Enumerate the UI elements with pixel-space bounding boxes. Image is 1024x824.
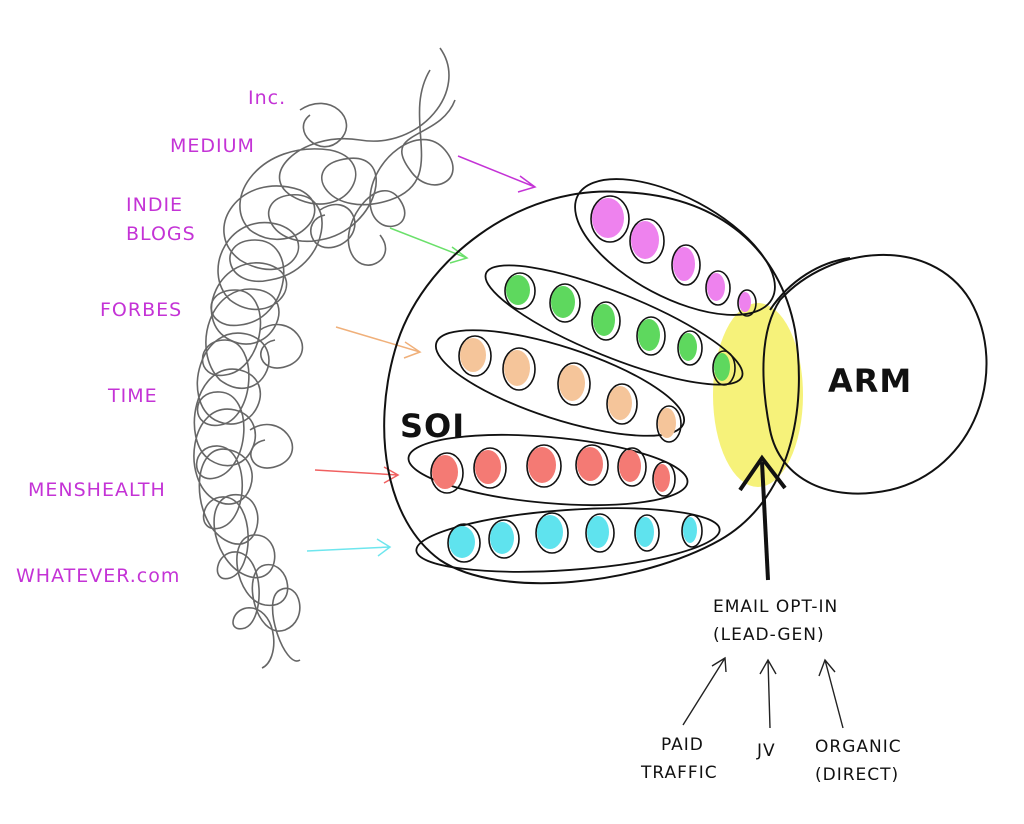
row-capsule-cyan — [415, 507, 721, 573]
arrow-menshealth — [314, 466, 400, 484]
dot-fill-magenta-2 — [631, 221, 659, 259]
source-whatever: WHATEVER.com — [16, 565, 180, 587]
channel-organic-line1: ORGANIC — [815, 737, 902, 757]
scribble-tangle — [193, 47, 456, 669]
arm-label: ARM — [828, 362, 912, 400]
dot-fill-green-1 — [506, 275, 530, 305]
dot-outline-orange-5 — [656, 405, 682, 443]
arrow-paid — [682, 656, 727, 726]
dot-fill-orange-2 — [504, 350, 530, 386]
row-capsule-magenta — [574, 178, 776, 316]
soi-label: SOI — [400, 407, 465, 445]
channel-arrows — [682, 656, 844, 729]
dot-outline-magenta-2 — [629, 218, 665, 264]
dot-fill-orange-4 — [608, 386, 632, 420]
channel-paid-line1: PAID — [661, 735, 704, 755]
dot-fill-cyan-5 — [636, 517, 654, 547]
row-capsule-green — [484, 264, 744, 386]
lead-dots — [430, 195, 757, 563]
dot-outline-orange-3 — [557, 362, 591, 406]
dot-outline-orange-2 — [502, 347, 536, 391]
dot-outline-magenta-5 — [737, 289, 757, 317]
row-capsule-red — [407, 434, 689, 506]
dot-outline-magenta-1 — [590, 195, 630, 243]
soi-circle — [383, 190, 800, 585]
optin-line2: (LEAD-GEN) — [713, 625, 825, 645]
dot-fill-orange-3 — [559, 365, 585, 401]
source-menshealth: MENSHEALTH — [28, 479, 166, 501]
row-capsules — [407, 178, 776, 573]
dot-fill-magenta-3 — [673, 247, 695, 281]
arrow-forbes — [335, 326, 422, 359]
arrow-jv — [759, 658, 777, 729]
arrow-indie — [389, 227, 469, 264]
dot-outline-green-2 — [549, 283, 581, 323]
dot-fill-cyan-4 — [587, 516, 609, 548]
dot-fill-green-5 — [679, 333, 697, 361]
arrow-organic — [818, 658, 844, 729]
dot-outline-green-6 — [712, 350, 736, 386]
source-forbes: FORBES — [100, 299, 182, 321]
dot-fill-red-6 — [654, 464, 670, 492]
dot-fill-cyan-3 — [537, 515, 563, 549]
dot-fill-cyan-6 — [683, 517, 697, 543]
dot-fill-red-1 — [432, 455, 458, 489]
dot-outline-cyan-1 — [447, 523, 481, 563]
channel-organic-line2: (DIRECT) — [815, 765, 899, 785]
dot-fill-green-4 — [638, 319, 660, 351]
source-labels: Inc. MEDIUM INDIE BLOGS FORBES TIME MENS… — [16, 87, 286, 587]
arm-circle-link — [769, 257, 851, 311]
dot-fill-green-6 — [714, 353, 730, 381]
dot-fill-red-4 — [577, 447, 603, 481]
dot-fill-cyan-1 — [449, 526, 475, 558]
dot-outline-cyan-2 — [488, 519, 520, 559]
dot-outline-cyan-6 — [681, 514, 703, 548]
dot-outline-red-1 — [430, 452, 464, 494]
row-capsule-orange — [434, 329, 686, 437]
dot-outline-green-4 — [636, 316, 666, 356]
dot-fill-magenta-5 — [739, 292, 751, 312]
dot-outline-green-5 — [677, 330, 703, 366]
channel-jv: JV — [756, 741, 776, 761]
dot-fill-orange-5 — [658, 408, 676, 438]
dot-outline-red-2 — [473, 447, 507, 489]
overlap-highlight — [713, 303, 803, 487]
dot-outline-red-5 — [617, 447, 647, 487]
optin-arrow — [738, 454, 787, 581]
dot-outline-red-6 — [652, 461, 676, 497]
arrow-whatever — [306, 538, 392, 557]
source-blogs: BLOGS — [126, 223, 196, 245]
dot-outline-cyan-5 — [634, 514, 660, 552]
source-arrows — [306, 155, 537, 557]
dot-outline-cyan-4 — [585, 513, 615, 553]
source-inc: Inc. — [248, 87, 286, 109]
arrow-medium — [457, 155, 537, 193]
optin-line1: EMAIL OPT-IN — [713, 597, 838, 617]
source-time: TIME — [107, 385, 158, 407]
dot-outline-cyan-3 — [535, 512, 569, 554]
dot-outline-orange-4 — [606, 383, 638, 425]
dot-outline-red-4 — [575, 444, 609, 486]
dot-fill-green-3 — [593, 304, 615, 336]
source-medium: MEDIUM — [170, 135, 255, 157]
dot-fill-red-2 — [475, 450, 501, 484]
dot-outline-magenta-3 — [671, 244, 701, 286]
source-indie: INDIE — [126, 194, 183, 216]
channel-paid-line2: TRAFFIC — [640, 763, 718, 783]
arm-circle — [762, 254, 988, 495]
dot-outline-orange-1 — [458, 335, 492, 377]
dot-outline-red-3 — [526, 444, 562, 488]
dot-outline-green-1 — [504, 272, 536, 310]
dot-fill-orange-1 — [460, 338, 486, 372]
dot-fill-magenta-4 — [707, 273, 725, 301]
dot-outline-green-3 — [591, 301, 621, 341]
dot-fill-cyan-2 — [490, 522, 514, 554]
dot-fill-red-3 — [528, 447, 556, 483]
dot-fill-red-5 — [619, 450, 641, 482]
dot-fill-magenta-1 — [592, 198, 624, 238]
dot-outline-magenta-4 — [705, 270, 731, 306]
dot-fill-green-2 — [551, 286, 575, 318]
